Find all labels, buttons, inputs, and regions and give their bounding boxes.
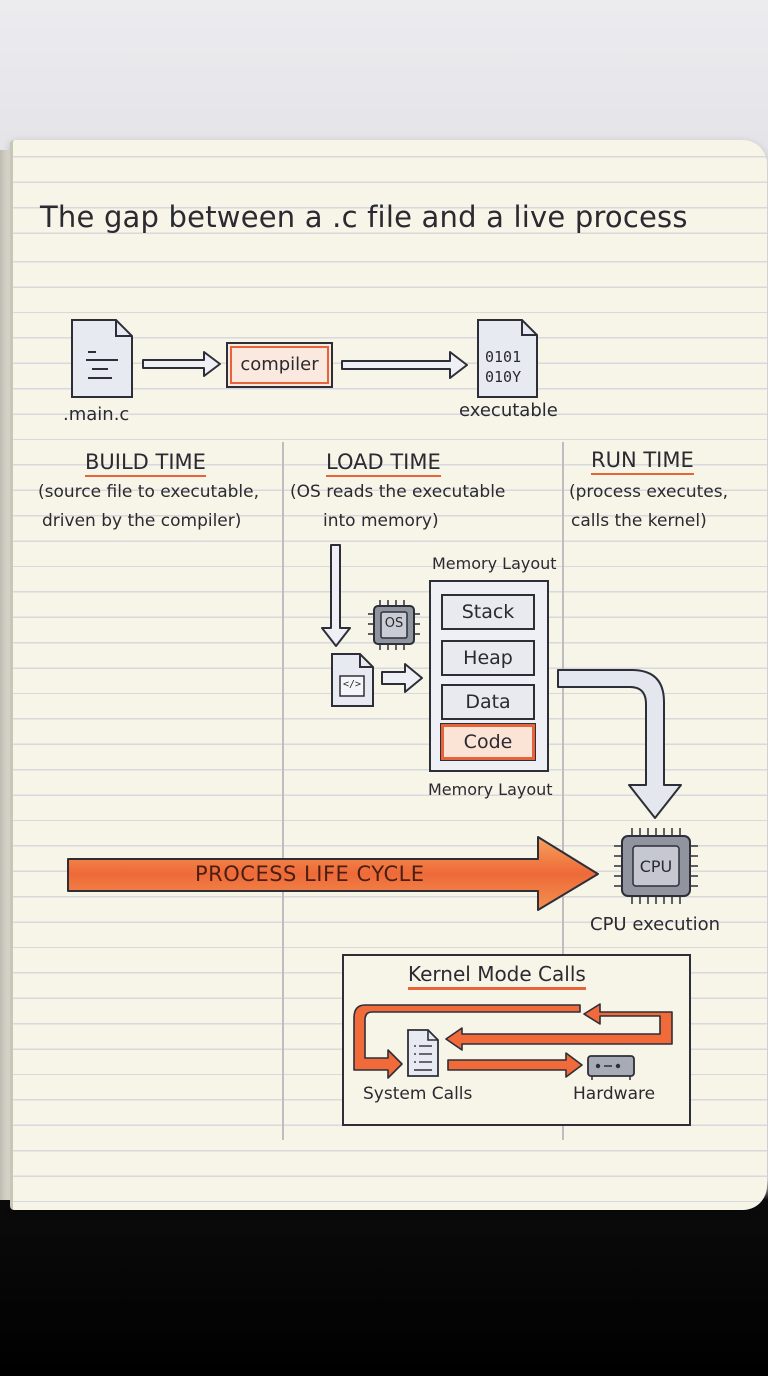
memory-segment-data: Data [441,684,535,720]
run-time-note-line2: calls the kernel) [571,511,707,531]
build-time-note-line2: driven by the compiler) [42,511,242,531]
kernel-mode-title: Kernel Mode Calls [408,962,586,990]
file-code-label: </> [342,679,362,690]
page-title: The gap between a .c file and a live pro… [40,200,688,234]
memory-segment-stack: Stack [441,594,535,630]
load-time-note-line1: (OS reads the executable [290,482,506,502]
system-calls-doc-icon [407,1029,439,1077]
process-life-cycle-label: PROCESS LIFE CYCLE [195,862,425,886]
load-time-note-line2: into memory) [323,511,439,531]
arrow-file-to-memory [381,663,423,693]
run-time-heading: RUN TIME [591,448,694,475]
cpu-chip-label: CPU [639,857,673,876]
executable-file-icon [477,319,538,398]
memory-segment-heap: Heap [441,640,535,676]
memory-layout-label-top: Memory Layout [432,554,557,573]
os-chip-label: OS [384,616,404,631]
executable-label: executable [459,400,558,421]
arrow-compiler-to-executable [341,351,468,379]
process-life-cycle-arrow [67,836,599,911]
binary-line-1: 0101 [485,348,522,366]
notebook-binding [0,150,10,1200]
column-divider-left [282,442,284,1140]
memory-layout-label-bottom: Memory Layout [428,780,553,799]
loaded-file-icon [331,653,374,707]
binary-line-2: 010Y [485,368,522,386]
cpu-execution-caption: CPU execution [590,914,721,935]
source-file-label: .main.c [63,404,130,425]
cpu-chip-icon [614,828,698,904]
system-calls-label: System Calls [363,1084,473,1104]
build-time-note-line1: (source file to executable, [38,482,259,502]
run-time-note-line1: (process executes, [569,482,729,502]
source-file-icon [71,319,133,398]
compiler-label: compiler [240,354,319,375]
hardware-label: Hardware [573,1084,656,1104]
memory-segment-code: Code [440,723,536,761]
hardware-device-icon [587,1055,635,1080]
column-divider-right [562,442,564,1140]
arrow-load-down [321,544,351,647]
os-chip-icon [368,600,420,650]
load-time-heading: LOAD TIME [326,450,441,477]
compiler-box: compiler [226,342,333,388]
arrow-memory-to-cpu [557,669,682,819]
arrow-source-to-compiler [142,351,221,377]
kernel-loop-arrows [353,1003,673,1079]
build-time-heading: BUILD TIME [85,450,206,477]
